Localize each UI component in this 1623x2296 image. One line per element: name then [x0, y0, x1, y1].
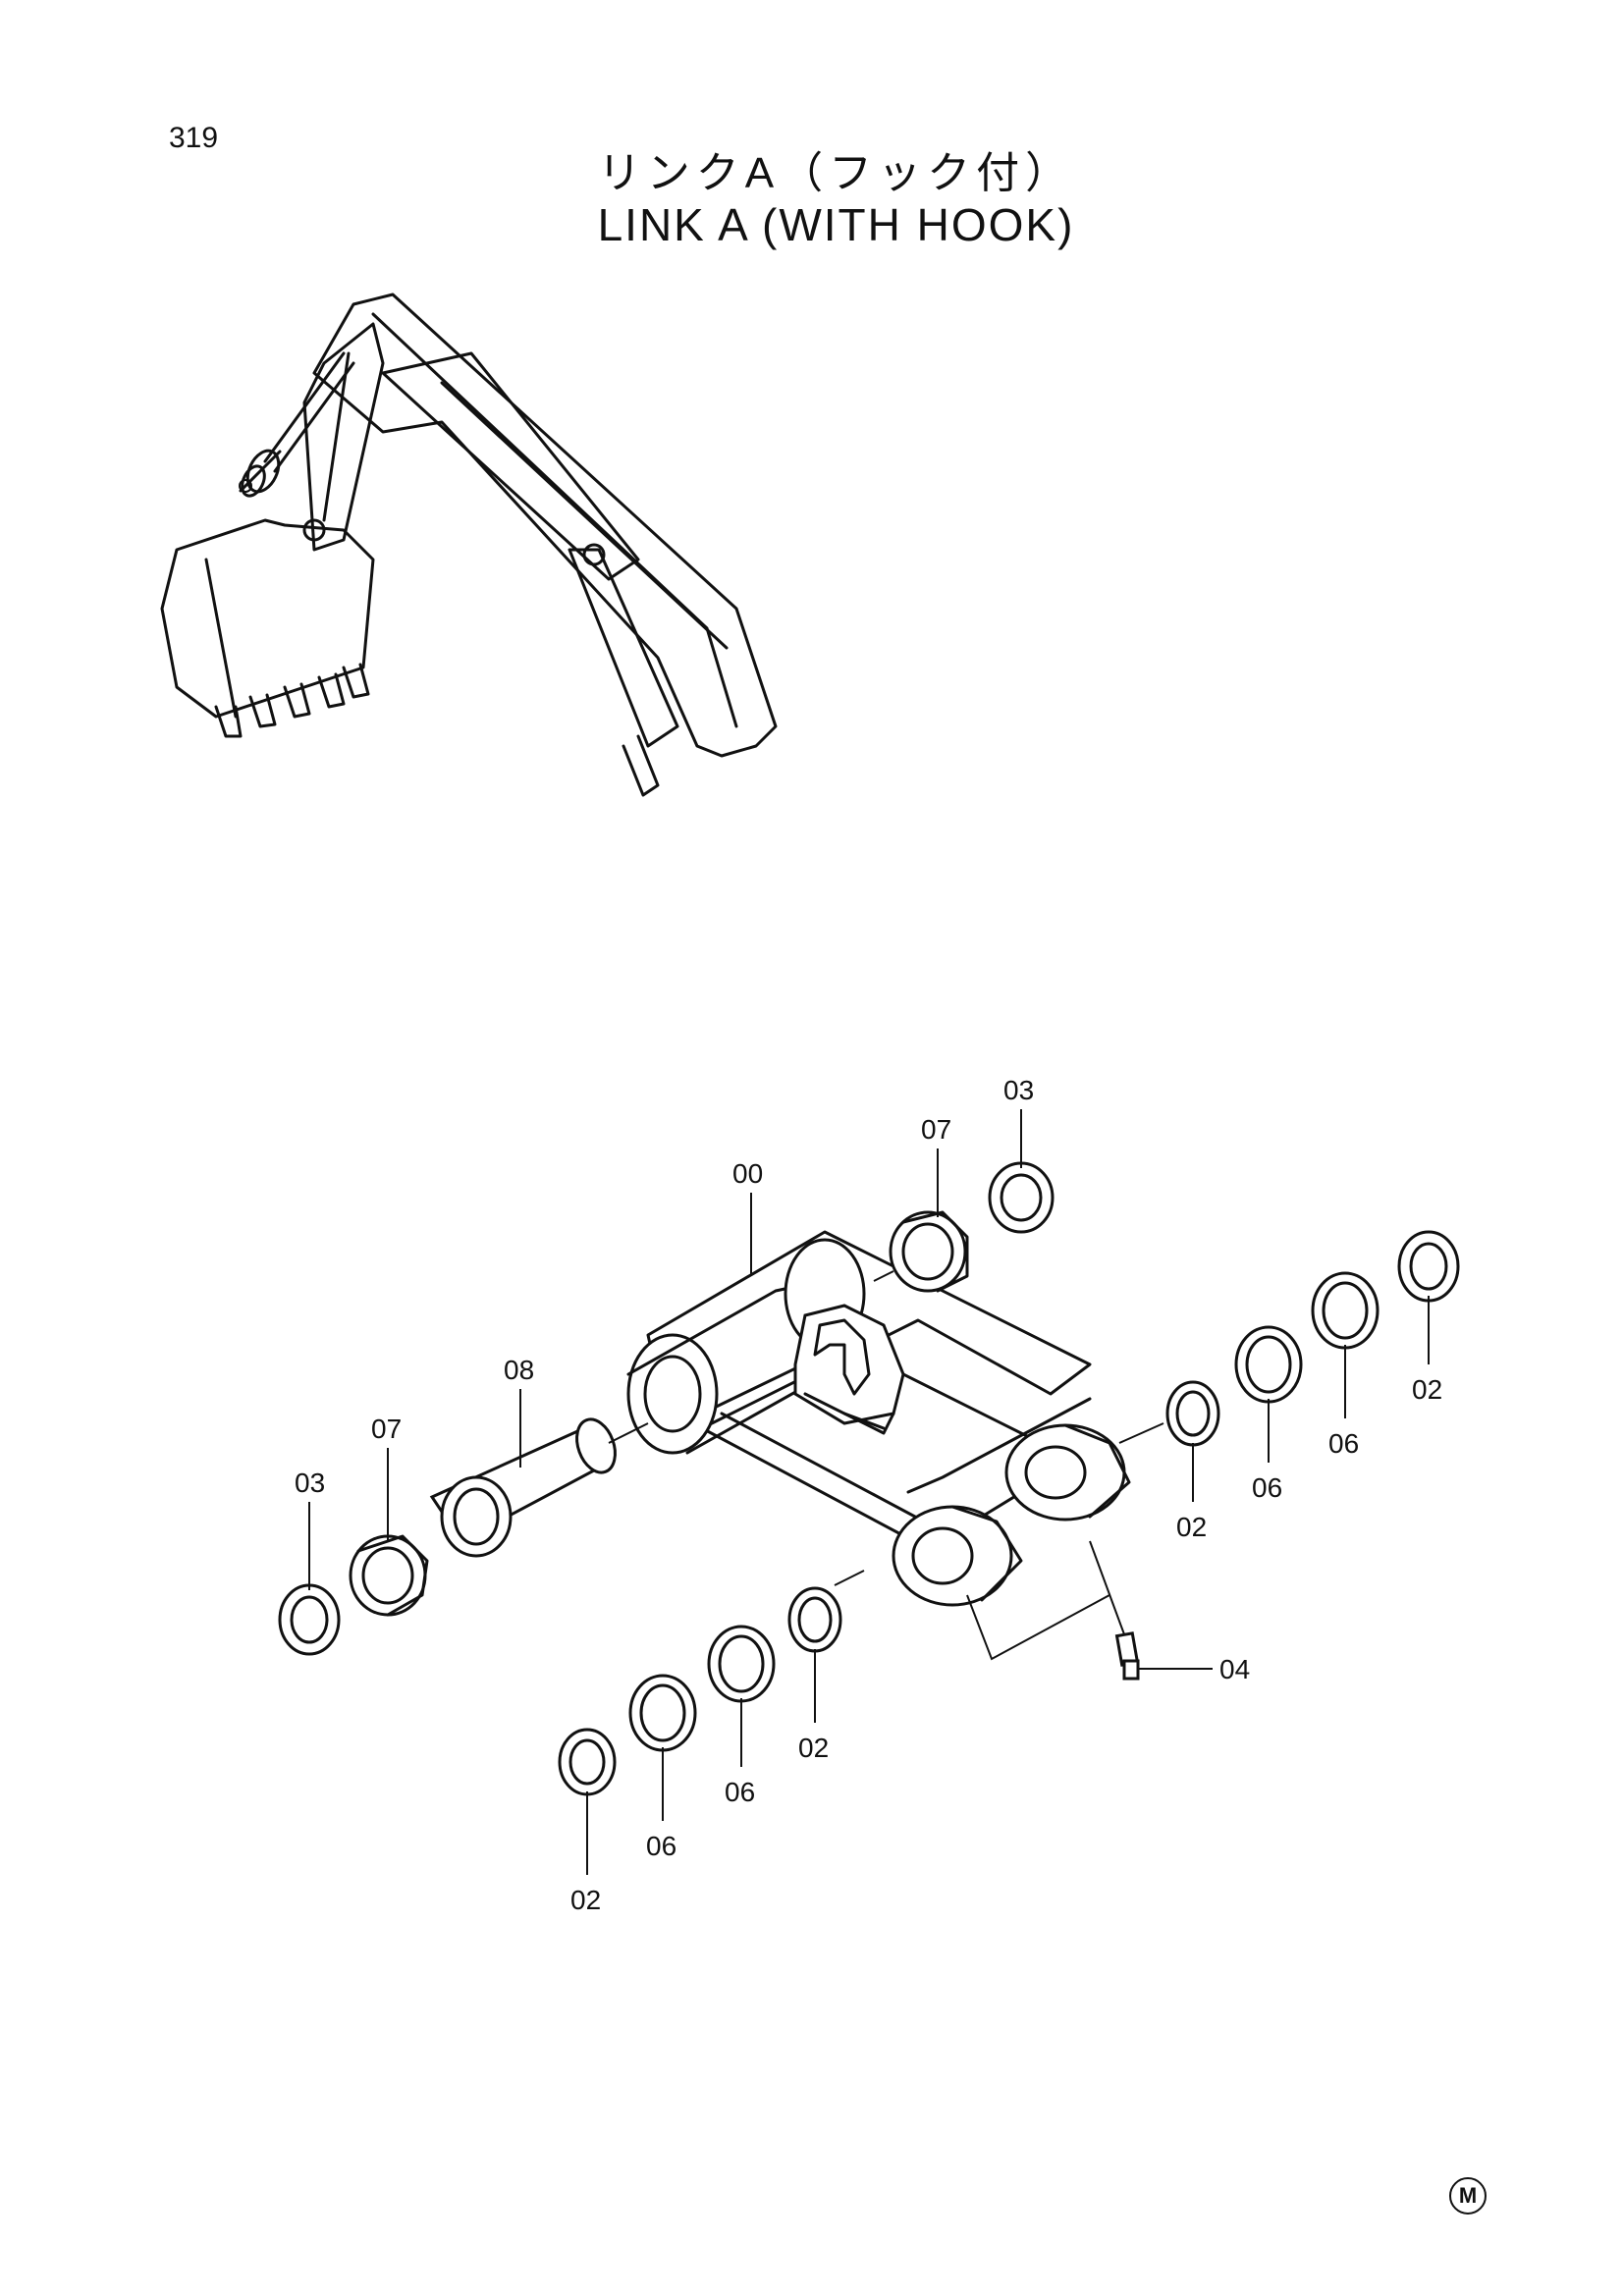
callout-02-right-outer: 02: [1412, 1374, 1442, 1405]
page-title-english: LINK A (WITH HOOK): [597, 199, 1075, 250]
callout-06-bottom-b: 06: [646, 1831, 676, 1861]
bushing-06-right-a: [1234, 1325, 1303, 1404]
ring-03-top: [988, 1161, 1055, 1234]
callout-06-right-b: 06: [1328, 1428, 1359, 1459]
bushing-06-bottom-b: [628, 1674, 697, 1752]
callout-04: 04: [1219, 1654, 1250, 1684]
bushing-07-top: [873, 1210, 969, 1293]
callout-06-bottom-a: 06: [725, 1777, 755, 1807]
callout-02-bottom-outer: 02: [570, 1885, 601, 1915]
leader-lines: [308, 1109, 1430, 1875]
grease-fitting-04: [966, 1540, 1140, 1681]
excavator-front-overview-illustration: [160, 293, 778, 797]
callout-03-top: 03: [1003, 1075, 1034, 1105]
ring-02-right-inner: [1165, 1380, 1220, 1447]
callout-07-left: 07: [371, 1414, 402, 1444]
circled-m-mark: M: [1449, 2177, 1487, 2215]
callout-03-left: 03: [295, 1468, 325, 1498]
link-body: [626, 1230, 1131, 1607]
callout-07-top: 07: [921, 1114, 951, 1145]
page-title-japanese: リンクA（フック付）: [597, 149, 1075, 197]
ring-02-right-outer: [1397, 1230, 1460, 1303]
bushing-06-bottom-a: [707, 1625, 776, 1703]
ring-02-bottom-outer: [558, 1728, 617, 1796]
callout-06-right-a: 06: [1252, 1472, 1282, 1503]
bushing-07-left: [349, 1534, 429, 1617]
bushing-06-right-b: [1311, 1271, 1380, 1350]
callout-00: 00: [732, 1158, 763, 1189]
callout-02-bottom-inner: 02: [798, 1733, 829, 1763]
link-a-highlight: [239, 449, 282, 498]
ring-02-bottom-inner: [787, 1586, 842, 1653]
ring-03-left: [278, 1583, 341, 1656]
callout-02-right-inner: 02: [1176, 1512, 1207, 1542]
pin-08: [429, 1417, 649, 1558]
page-number: 319: [169, 122, 219, 154]
callout-08: 08: [504, 1355, 534, 1385]
